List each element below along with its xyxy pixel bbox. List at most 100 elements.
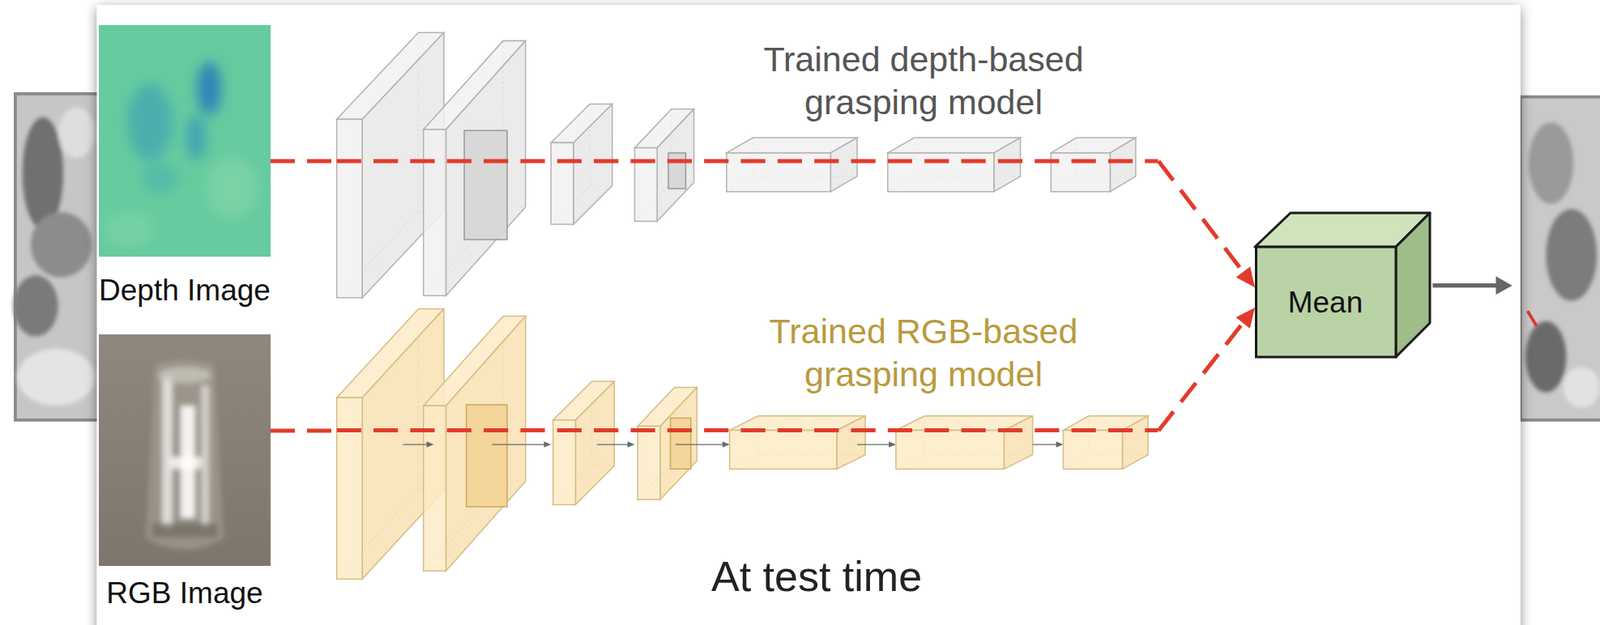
depth-image-art	[141, 163, 179, 192]
rgb-image-art	[162, 375, 173, 529]
layer-block	[634, 148, 658, 222]
layer-block	[994, 137, 1021, 192]
mean-cube: Mean	[1254, 211, 1432, 359]
rgb-image: RGB Image	[98, 334, 271, 567]
layer-block	[573, 103, 613, 225]
dashed-connector	[270, 430, 338, 432]
layer-block	[1109, 137, 1135, 192]
background-depth-image	[1525, 122, 1600, 409]
layer-arrow	[627, 441, 636, 448]
layer-block	[634, 109, 694, 222]
depth-image-art	[185, 115, 206, 160]
dashed-connector	[1158, 307, 1255, 431]
background-depth-image	[1527, 311, 1537, 327]
layer-block	[729, 416, 867, 470]
rgb-image-art	[152, 523, 218, 538]
layer-block	[896, 430, 1005, 470]
rgb-network: Trained RGB-based grasping model	[337, 306, 1159, 580]
depth-image-art	[98, 25, 271, 257]
image-caption: Depth Image	[98, 273, 271, 308]
layer-block	[337, 119, 363, 298]
layer-block	[423, 315, 526, 572]
flow-line	[337, 158, 1159, 163]
dashed-connector	[1236, 307, 1255, 329]
layer-arrow	[543, 441, 551, 448]
layer-block	[830, 137, 858, 192]
slide-note: At test time	[711, 552, 922, 602]
depth-image: Depth Image	[98, 25, 271, 257]
layer-arrow	[403, 441, 1064, 448]
dashed-connector	[270, 161, 338, 163]
layer-block	[445, 40, 525, 296]
rgb-image-art	[145, 359, 224, 550]
layer-arrow	[1032, 443, 1058, 445]
layer-arrow	[597, 443, 629, 445]
layer-block	[637, 388, 697, 501]
layer-block	[836, 416, 866, 470]
layer-arrow	[426, 441, 434, 448]
depth-image-art	[98, 25, 271, 257]
dashed-connector	[1158, 161, 1246, 275]
layer-block	[726, 137, 858, 192]
layer-block	[637, 426, 661, 500]
rgb-image-art	[200, 385, 210, 529]
depth-image-art	[196, 61, 222, 116]
layer-arrow	[1056, 441, 1064, 448]
background-depth-image	[1520, 97, 1600, 421]
depth-image-art	[206, 157, 258, 220]
background-depth-image	[17, 349, 95, 407]
layer-block	[1062, 430, 1123, 470]
slide-panel	[97, 4, 1521, 625]
layer-block	[423, 40, 526, 296]
dashed-connector	[1158, 161, 1255, 288]
background-depth-image	[12, 275, 58, 338]
layer-arrow	[857, 443, 890, 445]
rgb-image-art	[157, 366, 212, 384]
layer-block	[657, 109, 694, 222]
output-arrow	[1432, 283, 1498, 288]
depth-image-art	[103, 210, 155, 248]
dashed-connector	[270, 429, 338, 434]
layer-block	[337, 397, 363, 580]
depth-image-art	[103, 61, 257, 248]
background-depth-image	[1520, 97, 1600, 421]
output-arrow	[1496, 276, 1513, 295]
layer-block	[550, 103, 613, 225]
kernel-window	[668, 153, 686, 189]
layer-block	[445, 315, 525, 572]
depth-image-art	[127, 83, 173, 162]
layer-arrow	[491, 443, 545, 445]
depth-network: Trained depth-based grasping model	[337, 30, 1159, 299]
layer-block	[1003, 416, 1033, 470]
dashed-connector	[1158, 320, 1246, 431]
background-depth-image	[1528, 122, 1574, 205]
background-depth-image	[1545, 209, 1597, 301]
layer-block	[660, 388, 697, 501]
layer-block	[1122, 416, 1148, 470]
background-depth-image	[12, 106, 95, 406]
flow-line	[337, 428, 1159, 433]
layer-block	[550, 142, 574, 225]
layer-block	[575, 381, 615, 505]
layer-block	[1050, 153, 1110, 192]
layer-block	[553, 420, 576, 506]
rgb-image-art	[170, 456, 201, 470]
background-depth-image	[58, 106, 95, 158]
model-title: Trained RGB-based grasping model	[737, 310, 1110, 397]
layer-block	[887, 153, 995, 192]
layer-block	[887, 137, 1021, 192]
kernel-window	[464, 130, 508, 240]
layer-block	[726, 153, 831, 192]
layer-block	[729, 430, 837, 470]
output-arrow	[1432, 276, 1512, 295]
layer-block	[423, 129, 447, 296]
cube-outline	[1254, 211, 1432, 359]
layer-block	[896, 416, 1033, 470]
background-depth-image	[12, 93, 103, 421]
layer-arrow	[403, 443, 428, 445]
layer-arrow	[888, 441, 896, 448]
flow-line	[337, 161, 1159, 431]
kernel-window	[466, 405, 508, 508]
kernel-window	[670, 418, 692, 470]
